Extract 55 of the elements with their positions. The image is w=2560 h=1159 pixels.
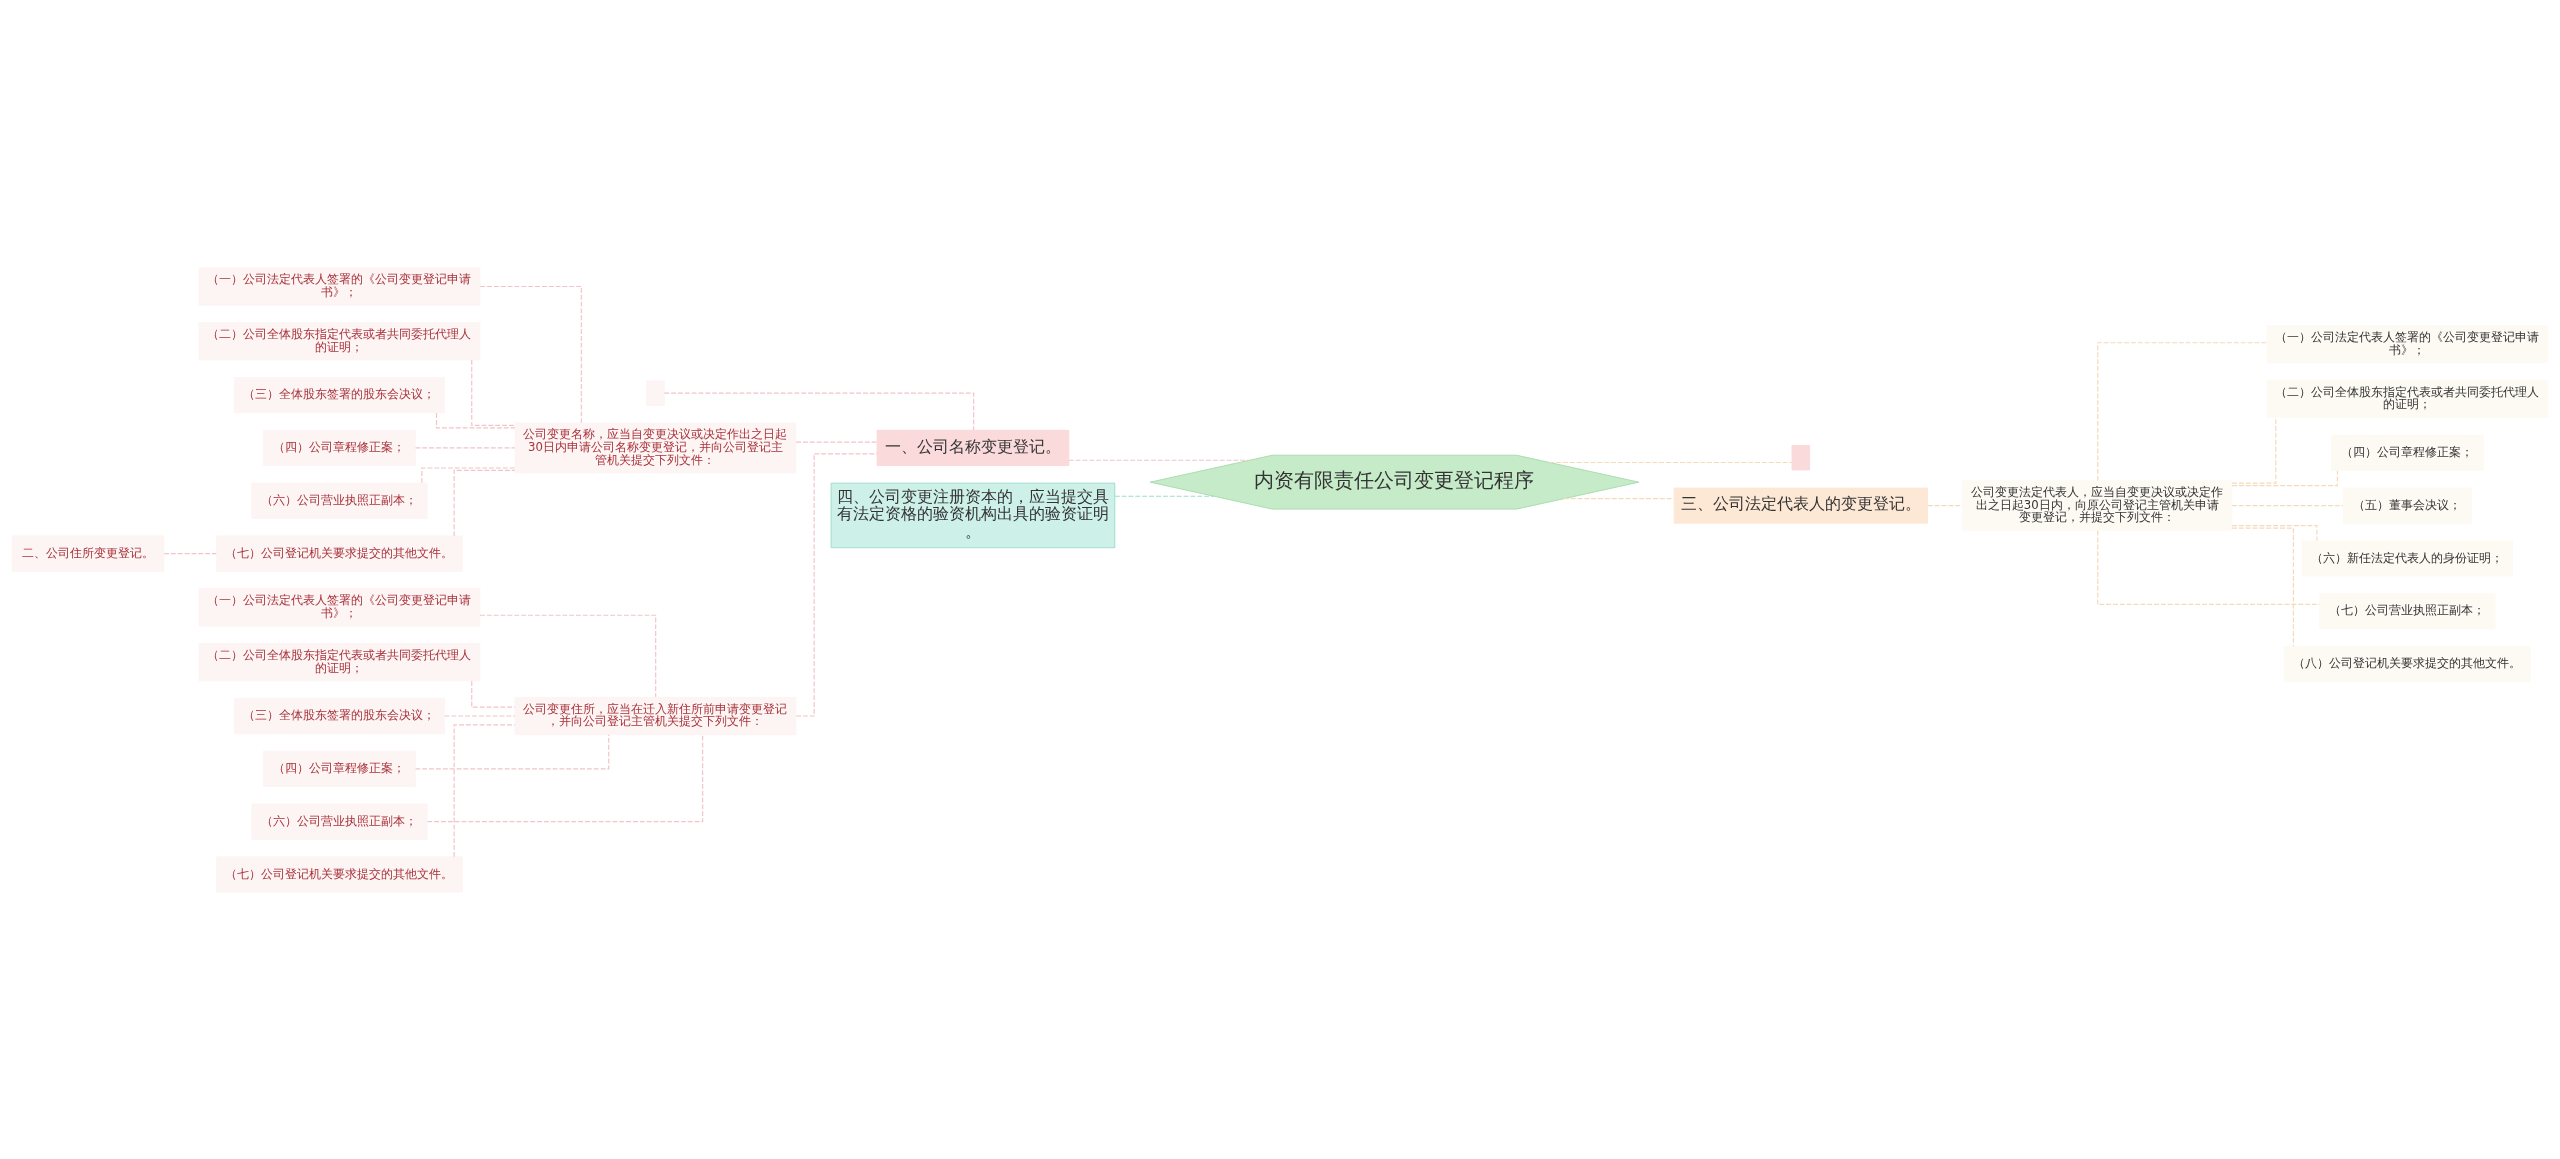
connector bbox=[1114, 495, 1215, 497]
node-box: （六）公司营业执照正副本； bbox=[251, 803, 428, 840]
node-box: （三）全体股东签署的股东会决议； bbox=[233, 697, 446, 734]
connector bbox=[426, 733, 704, 822]
node-box: （六）公司营业执照正副本； bbox=[251, 482, 428, 519]
connector bbox=[2231, 416, 2277, 484]
node-box: （四）公司章程修正案； bbox=[2331, 434, 2484, 471]
connector bbox=[479, 614, 657, 698]
connector bbox=[479, 285, 582, 423]
node-box: （二）公司全体股东指定代表或者共同委托代理人的证明； bbox=[198, 321, 481, 360]
node-box: 一、公司名称变更登记。 bbox=[876, 429, 1070, 466]
node-box: （一）公司法定代表人签署的《公司变更登记申请书》； bbox=[2266, 324, 2549, 363]
node-box: （二）公司全体股东指定代表或者共同委托代理人的证明； bbox=[198, 642, 481, 681]
node-box: （一）公司法定代表人签署的《公司变更登记申请书》； bbox=[198, 266, 481, 306]
node-box bbox=[646, 379, 665, 406]
node-box: 四、公司变更注册资本的，应当提交具有法定资格的验资机构出具的验资证明。 bbox=[830, 482, 1116, 548]
node-box: （七）公司营业执照正副本； bbox=[2319, 592, 2496, 629]
connector bbox=[663, 392, 975, 431]
connector bbox=[2231, 504, 2344, 506]
node-box: （八）公司登记机关要求提交的其他文件。 bbox=[2284, 645, 2531, 682]
connector bbox=[1548, 461, 1793, 463]
connector bbox=[2231, 524, 2318, 541]
connector bbox=[1068, 459, 1250, 461]
node-box: （三）全体股东签署的股东会决议； bbox=[233, 376, 446, 413]
connector bbox=[795, 452, 878, 717]
node-box: （四）公司章程修正案； bbox=[263, 750, 416, 787]
connector bbox=[795, 440, 878, 443]
connector bbox=[163, 552, 217, 554]
node-box: 公司变更住所，应当在迁入新住所前申请变更登记，并向公司登记主管机关提交下列文件： bbox=[514, 696, 797, 735]
node-box bbox=[1791, 444, 1811, 470]
connector bbox=[435, 411, 516, 428]
connector bbox=[453, 723, 516, 857]
node-box: （四）公司章程修正案； bbox=[263, 429, 416, 466]
connector bbox=[471, 679, 516, 708]
connector bbox=[2231, 527, 2294, 647]
node-box: （二）公司全体股东指定代表或者共同委托代理人的证明； bbox=[2266, 379, 2549, 418]
connector bbox=[453, 469, 516, 537]
connector bbox=[1563, 497, 1675, 499]
connector bbox=[2231, 469, 2338, 486]
connector bbox=[415, 446, 516, 448]
node-box: （五）董事会决议； bbox=[2342, 487, 2472, 524]
connector bbox=[471, 358, 516, 426]
node-box: 三、公司法定代表人的变更登记。 bbox=[1673, 487, 1928, 524]
connector bbox=[1927, 504, 1964, 506]
connector bbox=[2097, 529, 2321, 605]
node-box: （一）公司法定代表人签署的《公司变更登记申请书》； bbox=[198, 587, 481, 626]
node-box: 公司变更法定代表人，应当自变更决议或决定作出之日起30日内，向原公司登记主管机关申请变更登记，并提交下列文件： bbox=[1962, 479, 2233, 531]
node-box: （七）公司登记机关要求提交的其他文件。 bbox=[216, 855, 463, 893]
node-box: 二、公司住所变更登记。 bbox=[11, 535, 165, 572]
connector bbox=[2097, 341, 2268, 481]
connector bbox=[421, 466, 516, 483]
node-box: （七）公司登记机关要求提交的其他文件。 bbox=[216, 535, 463, 572]
connector bbox=[414, 733, 610, 769]
node-box: （六）新任法定代表人的身份证明； bbox=[2301, 539, 2514, 577]
node-box: 公司变更名称，应当自变更决议或决定作出之日起30日内申请公司名称变更登记，并向公司登记主管机关提交下列文件： bbox=[514, 422, 797, 473]
